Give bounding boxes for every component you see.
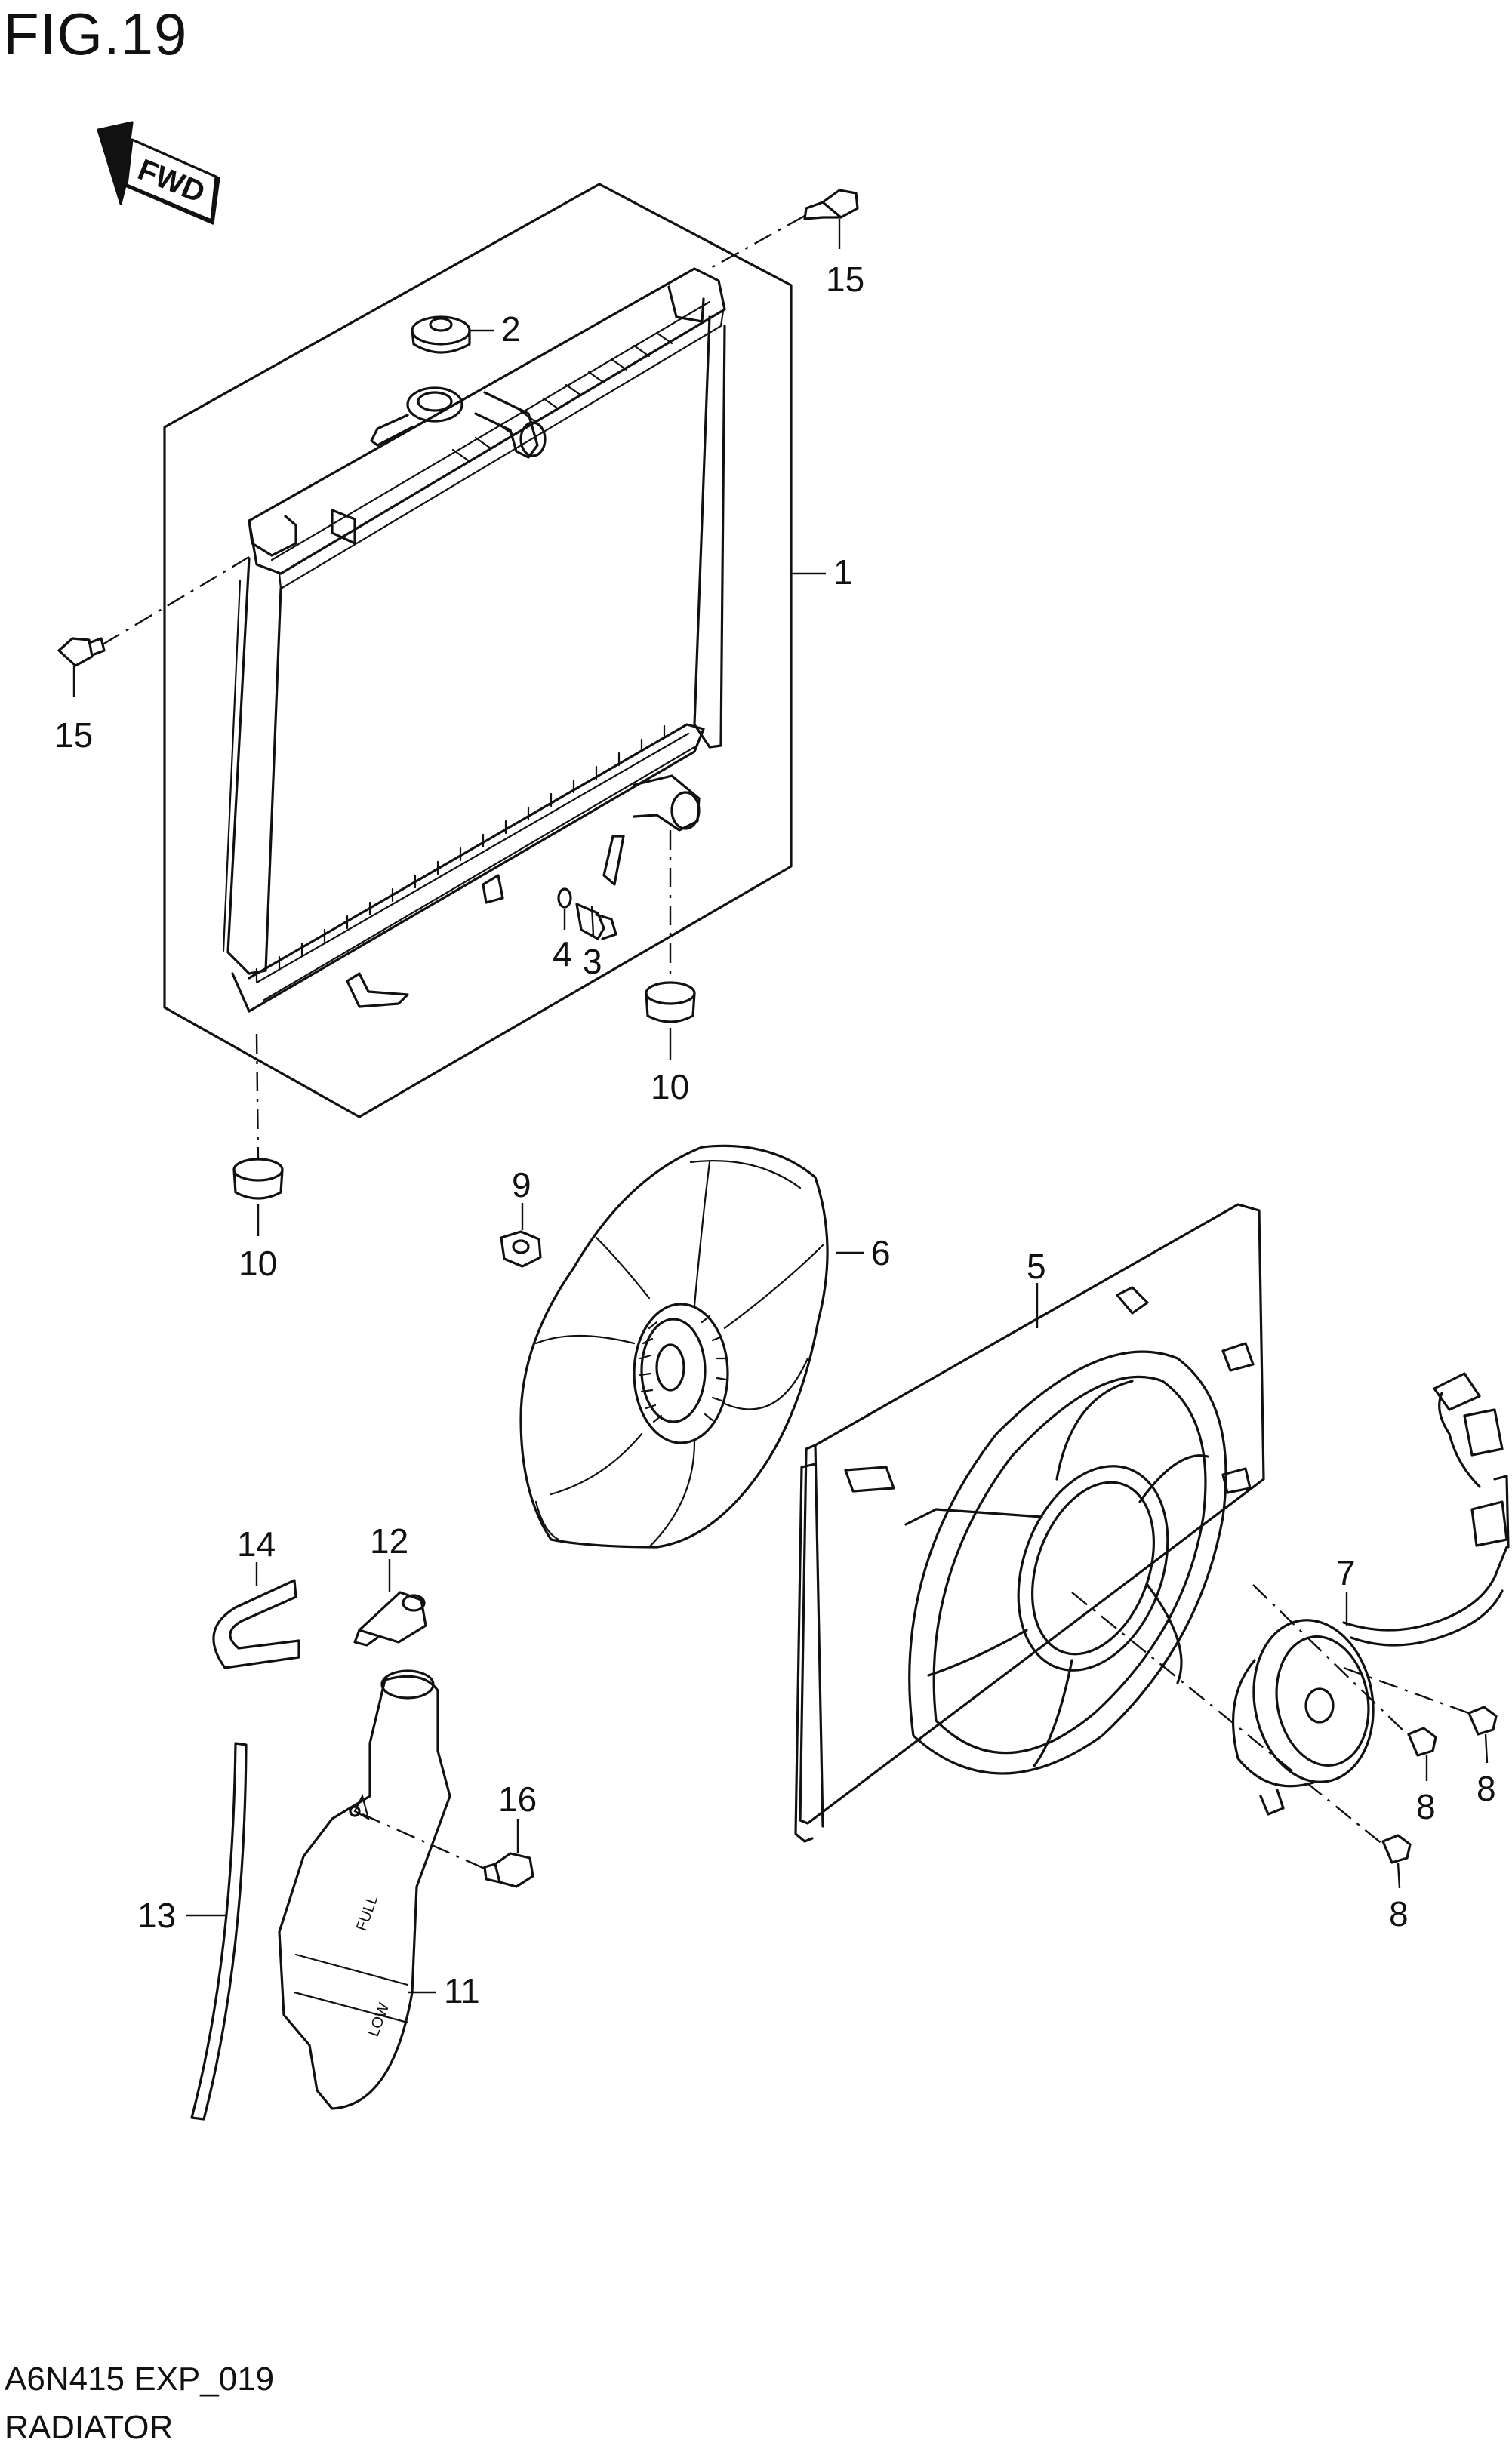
radiator-core bbox=[222, 267, 726, 1013]
dash-bolt15-left bbox=[102, 555, 250, 646]
tank-full-mark: FULL bbox=[353, 1893, 381, 1933]
callout-6: 6 bbox=[871, 1233, 891, 1272]
fan-motor bbox=[1231, 1372, 1510, 1816]
tank-low-mark: LOW bbox=[365, 2001, 393, 2038]
callout-7: 7 bbox=[1336, 1553, 1356, 1592]
callout-13: 13 bbox=[137, 1896, 176, 1935]
bolt-upper bbox=[803, 189, 859, 220]
callout-2: 2 bbox=[501, 309, 521, 349]
callout-14: 14 bbox=[237, 1524, 276, 1564]
dash-cushion-left bbox=[255, 1033, 260, 1160]
diagram-code: A6N415 EXP_019 bbox=[5, 2361, 275, 2398]
section-name: RADIATOR bbox=[5, 2409, 174, 2446]
motor-screw-b bbox=[1467, 1706, 1498, 1736]
callout-11: 11 bbox=[444, 1971, 480, 2010]
bolt-left bbox=[57, 637, 106, 667]
reservoir-tank: FULL LOW bbox=[278, 1669, 451, 2110]
dash-screw-a bbox=[1252, 1584, 1409, 1736]
callout-10a: 10 bbox=[651, 1067, 689, 1106]
radiator-assembly-box bbox=[163, 183, 793, 1118]
callout-9: 9 bbox=[512, 1165, 531, 1204]
leader-8b bbox=[1484, 1733, 1489, 1764]
leader-8c bbox=[1397, 1862, 1401, 1889]
dash-bolt15-upper bbox=[709, 214, 805, 270]
callout-1: 1 bbox=[833, 552, 853, 592]
hose-u bbox=[212, 1579, 300, 1669]
fan-shroud bbox=[794, 1203, 1265, 1843]
drain-plug bbox=[575, 903, 617, 940]
dash-screw-c bbox=[1071, 1592, 1384, 1845]
o-ring bbox=[557, 887, 572, 909]
fan-nut bbox=[500, 1230, 542, 1268]
callout-16: 16 bbox=[498, 1780, 537, 1819]
callout-8a: 8 bbox=[1416, 1787, 1436, 1826]
dash-screw-b bbox=[1343, 1666, 1470, 1715]
callout-3: 3 bbox=[583, 942, 602, 981]
callout-5: 5 bbox=[1027, 1247, 1046, 1286]
mount-cushion-left bbox=[232, 1158, 284, 1200]
motor-screw-c bbox=[1381, 1834, 1412, 1864]
callout-8b: 8 bbox=[1477, 1769, 1496, 1808]
dash-bolt16 bbox=[362, 1813, 485, 1870]
callout-15a: 15 bbox=[826, 260, 864, 299]
callout-10b: 10 bbox=[239, 1244, 277, 1283]
leader-3 bbox=[590, 905, 595, 937]
radiator-cap bbox=[411, 315, 471, 354]
cooling-fan bbox=[519, 1144, 829, 1549]
callout-12: 12 bbox=[370, 1521, 408, 1561]
callout-15b: 15 bbox=[54, 715, 93, 755]
fwd-arrow-icon: FWD bbox=[97, 121, 220, 225]
mount-cushion-right bbox=[645, 981, 696, 1023]
motor-screw-a bbox=[1407, 1727, 1437, 1757]
figure-title: FIG.19 bbox=[3, 1, 188, 67]
overflow-hose bbox=[190, 1742, 248, 2121]
callout-8c: 8 bbox=[1389, 1894, 1409, 1933]
hose-connector bbox=[353, 1591, 427, 1647]
tank-bolt bbox=[483, 1852, 534, 1888]
callout-4: 4 bbox=[553, 934, 572, 974]
